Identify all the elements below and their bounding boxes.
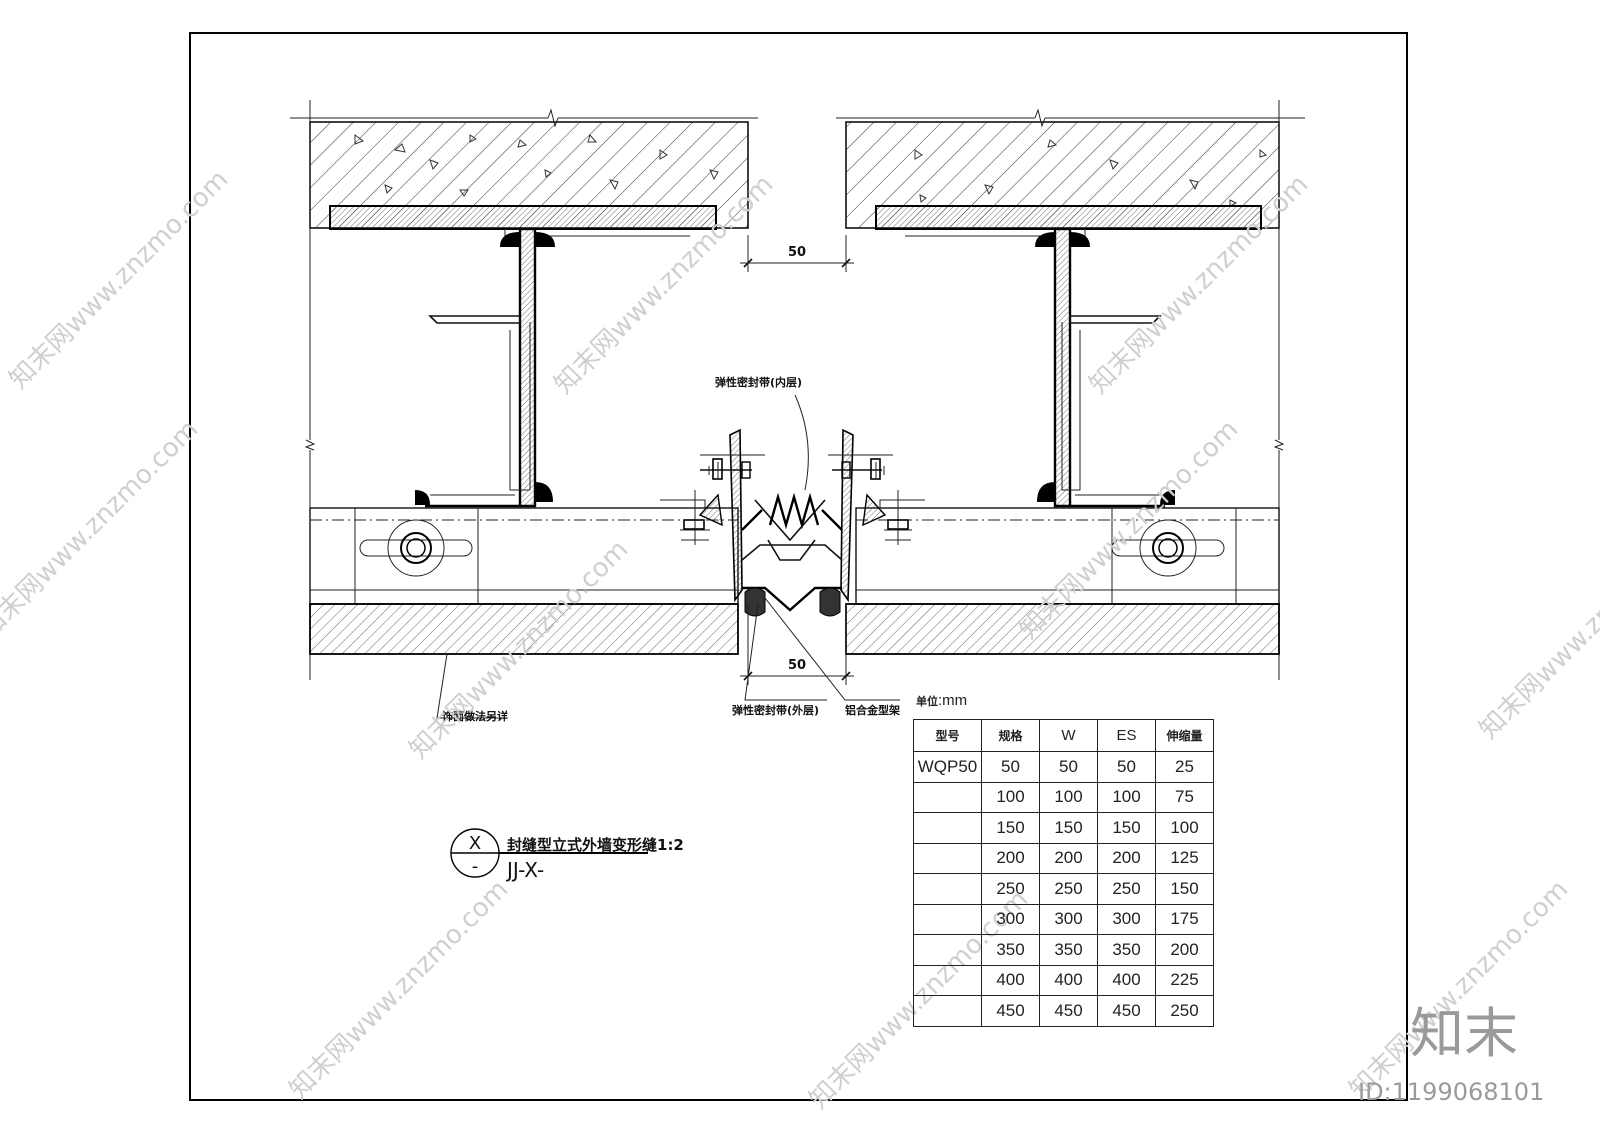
cell-es: 350 [1097, 934, 1156, 966]
svg-text:弹性密封带(外层): 弹性密封带(外层) [732, 703, 819, 717]
top-dimension: 50 [740, 235, 854, 272]
cell-w: 350 [1039, 934, 1098, 966]
svg-text:知末网www.znzmo.com: 知末网www.znzmo.com [4, 164, 235, 395]
bolts [680, 454, 912, 545]
table-row: 250 250 250 150 [913, 873, 1214, 905]
bottom-dimension-text: 50 [788, 658, 806, 673]
cell-model [913, 964, 982, 996]
cell-w: 50 [1039, 751, 1098, 783]
cell-expansion: 200 [1155, 934, 1214, 966]
svg-text:弹性密封带(内层): 弹性密封带(内层) [715, 375, 802, 389]
header-expansion: 伸缩量 [1155, 719, 1214, 752]
cell-w: 100 [1039, 781, 1098, 813]
cell-expansion: 75 [1155, 781, 1214, 813]
cell-w: 300 [1039, 903, 1098, 935]
cell-w: 400 [1039, 964, 1098, 996]
watermark-layer: 知末网www.znzmo.com 知末网www.znzmo.com 知末网www… [0, 164, 1600, 1115]
spec-table: 型号 规格 W ES 伸缩量 WQP50 50 50 50 25 100 100… [913, 719, 1214, 1027]
table-row: 400 400 400 225 [913, 964, 1214, 996]
label-aluminum-frame: 铝合金型架 [764, 597, 900, 717]
table-row: 200 200 200 125 [913, 842, 1214, 874]
cell-model [913, 934, 982, 966]
cell-spec: 100 [981, 781, 1040, 813]
right-finish-panel [845, 603, 1280, 655]
svg-text:知末网www.znzmo.com: 知末网www.znzmo.com [1344, 874, 1575, 1105]
cell-es: 450 [1097, 995, 1156, 1027]
cell-es: 250 [1097, 873, 1156, 905]
right-concrete-slab [836, 100, 1305, 680]
cell-model: WQP50 [913, 751, 982, 783]
cell-es: 50 [1097, 751, 1156, 783]
right-steel-brackets [905, 227, 1175, 508]
table-row: 350 350 350 200 [913, 934, 1214, 966]
cell-es: 400 [1097, 964, 1156, 996]
cell-model [913, 995, 982, 1027]
cell-es: 150 [1097, 812, 1156, 844]
cell-expansion: 125 [1155, 842, 1214, 874]
table-row: 300 300 300 175 [913, 903, 1214, 935]
cell-spec: 50 [981, 751, 1040, 783]
detail-bubble-top: X [469, 833, 481, 854]
cell-es: 200 [1097, 842, 1156, 874]
cell-w: 200 [1039, 842, 1098, 874]
cell-model [913, 842, 982, 874]
cell-w: 450 [1039, 995, 1098, 1027]
header-spec: 规格 [981, 719, 1040, 752]
table-row: 450 450 450 250 [913, 995, 1214, 1027]
cell-model [913, 873, 982, 905]
svg-text:饰面做法另详: 饰面做法另详 [442, 709, 508, 723]
cell-spec: 150 [981, 812, 1040, 844]
svg-text:知末网www.znzmo.com: 知末网www.znzmo.com [1474, 514, 1600, 745]
cell-spec: 450 [981, 995, 1040, 1027]
cell-spec: 400 [981, 964, 1040, 996]
cell-model [913, 812, 982, 844]
header-w: W [1039, 719, 1098, 752]
bottom-dimension: 50 [740, 604, 854, 685]
cell-model [913, 781, 982, 813]
detail-title: 封缝型立式外墙变形缝1:2 [507, 836, 684, 854]
label-inner-seal: 弹性密封带(内层) [715, 375, 809, 491]
watermark-logo: 知末 [1410, 1002, 1518, 1065]
detail-ref: JJ-X- [505, 858, 544, 882]
spec-table-header: 型号 规格 W ES 伸缩量 [913, 719, 1214, 752]
top-dimension-text: 50 [788, 245, 806, 260]
watermark-id: ID:1199068101 [1358, 1078, 1544, 1106]
cell-model [913, 903, 982, 935]
cell-expansion: 175 [1155, 903, 1214, 935]
left-concrete-slab [290, 100, 758, 680]
cell-expansion: 250 [1155, 995, 1214, 1027]
svg-text:铝合金型架: 铝合金型架 [845, 703, 900, 717]
cell-w: 150 [1039, 812, 1098, 844]
unit-label: 单位:mm [916, 692, 968, 709]
header-es: ES [1097, 719, 1156, 752]
expansion-joint-assembly [660, 428, 925, 617]
cell-spec: 250 [981, 873, 1040, 905]
table-row: 100 100 100 75 [913, 781, 1214, 813]
cell-expansion: 150 [1155, 873, 1214, 905]
svg-text:知末网www.znzmo.com: 知末网www.znzmo.com [284, 874, 515, 1105]
left-keel-rail [309, 507, 739, 605]
left-steel-brackets [415, 227, 690, 508]
table-row: 150 150 150 100 [913, 812, 1214, 844]
cell-expansion: 100 [1155, 812, 1214, 844]
label-finish-note: 饰面做法另详 [436, 653, 508, 723]
detail-title-block: X - 封缝型立式外墙变形缝1:2 JJ-X- [450, 828, 684, 882]
left-finish-panel [309, 603, 739, 655]
cell-w: 250 [1039, 873, 1098, 905]
cell-expansion: 225 [1155, 964, 1214, 996]
table-row: WQP50 50 50 50 25 [913, 751, 1214, 783]
cell-spec: 200 [981, 842, 1040, 874]
label-outer-seal: 弹性密封带(外层) [732, 603, 827, 717]
cell-es: 300 [1097, 903, 1156, 935]
cell-expansion: 25 [1155, 751, 1214, 783]
cell-es: 100 [1097, 781, 1156, 813]
svg-text:知末网www.znzmo.com: 知末网www.znzmo.com [0, 414, 204, 645]
drawing-border [189, 32, 1408, 1101]
cell-spec: 350 [981, 934, 1040, 966]
detail-bubble-bottom: - [472, 856, 479, 877]
header-model: 型号 [913, 719, 982, 752]
right-keel-rail [855, 507, 1280, 605]
cell-spec: 300 [981, 903, 1040, 935]
